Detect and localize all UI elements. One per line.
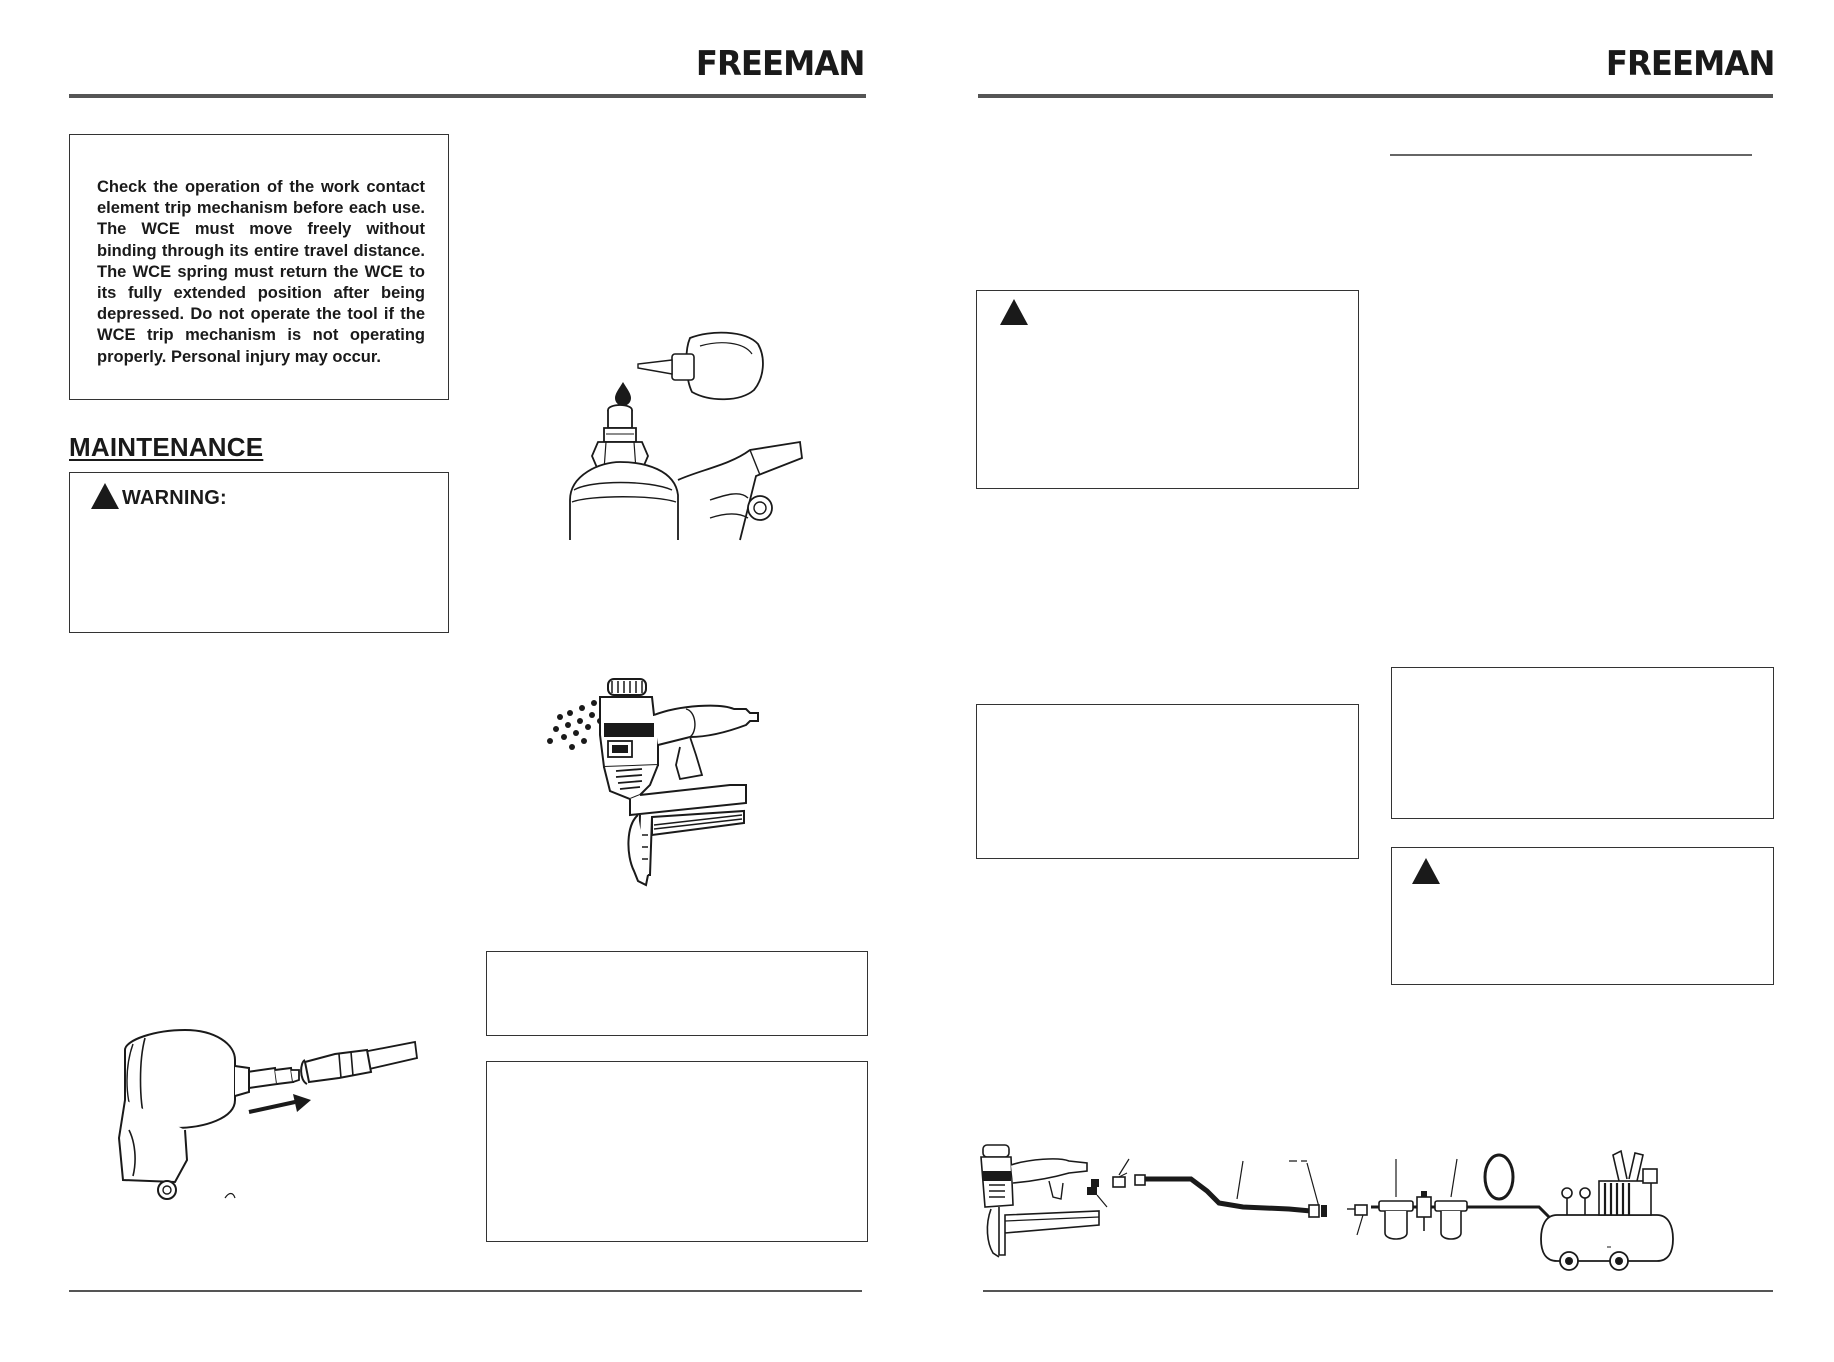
wce-check-notice-box: Check the operation of the work contact …: [69, 134, 449, 400]
exhaust-spray-icon: [547, 700, 603, 750]
air-hose-connection-illustration: [117, 1028, 418, 1200]
maintenance-warning-box: WARNING:: [69, 472, 449, 633]
right-page-note-box-2: [1391, 667, 1774, 819]
warning-triangle-icon: [1412, 858, 1440, 884]
header-rule-left: [69, 94, 866, 98]
left-page-note-box-2: [486, 1061, 868, 1242]
right-column-heading-rule: [1390, 154, 1752, 156]
oiling-air-inlet-illustration: [569, 331, 803, 541]
warning-triangle-icon: [91, 483, 119, 509]
left-page: FREEMAN Check the operation of the work …: [69, 44, 868, 1292]
wce-check-notice-text: Check the operation of the work contact …: [97, 178, 425, 366]
right-page-warning-box-2: [1391, 847, 1774, 985]
oil-drop-icon: [615, 382, 631, 406]
footer-rule-right: [983, 1290, 1773, 1292]
left-page-note-box-1: [486, 951, 868, 1036]
maintenance-heading: MAINTENANCE: [69, 432, 264, 462]
nailer-icon: [980, 1144, 1100, 1258]
footer-rule-left: [69, 1290, 862, 1292]
brand-logo-right: FREEMAN: [1605, 44, 1775, 84]
right-page: FREEMAN: [917, 0, 1834, 1362]
right-page-warning-box-1: [976, 290, 1359, 489]
right-page-note-box-1: [976, 704, 1359, 859]
air-supply-system-diagram: [980, 1144, 1674, 1271]
header-rule-right: [978, 94, 1773, 98]
air-compressor-icon: [1540, 1149, 1674, 1271]
filter-regulator-lubricator-icon: [1371, 1158, 1475, 1240]
brand-logo-left: FREEMAN: [695, 44, 865, 84]
warning-triangle-icon: [1000, 299, 1028, 325]
nailer-exhaust-illustration: [547, 678, 759, 887]
warning-label: WARNING:: [122, 487, 227, 509]
